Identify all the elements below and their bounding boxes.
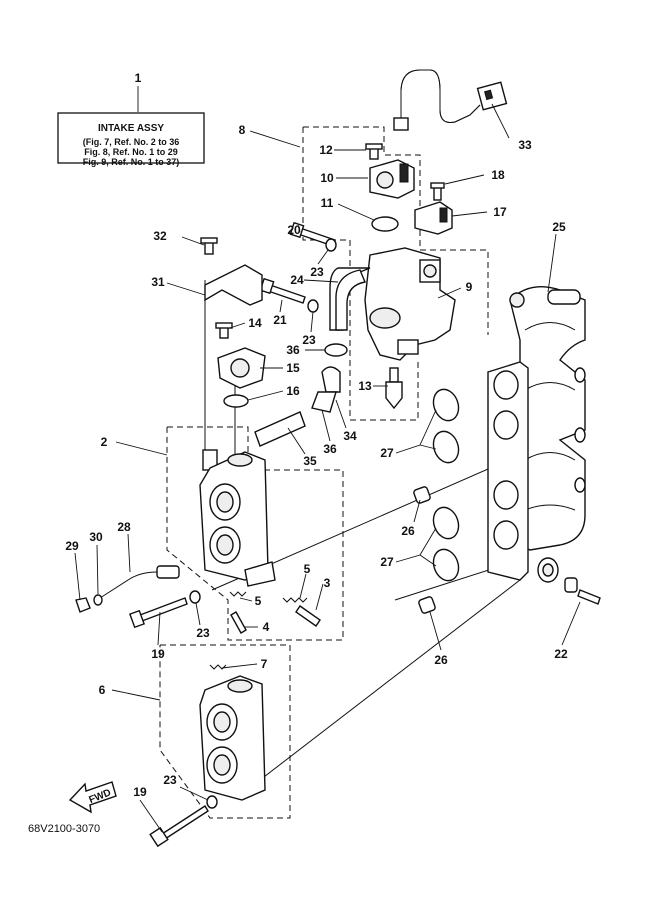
- gasket-plate: [487, 361, 529, 581]
- callout-18: 18: [491, 168, 505, 182]
- callout-2: 2: [101, 435, 108, 449]
- callout-4: 4: [263, 620, 270, 634]
- callout-36a: 36: [286, 343, 300, 357]
- callout-5a: 5: [304, 562, 311, 576]
- callout-14: 14: [248, 316, 262, 330]
- bolt-21: [259, 277, 306, 304]
- callout-3: 3: [324, 576, 331, 590]
- callout-17: 17: [493, 205, 507, 219]
- callout-19a: 19: [151, 647, 165, 661]
- callout-33: 33: [518, 138, 532, 152]
- callout-26a: 26: [401, 524, 415, 538]
- springs-screws: [229, 591, 321, 634]
- callout-9: 9: [466, 280, 473, 294]
- callout-32: 32: [153, 229, 167, 243]
- hose-24: [335, 269, 366, 331]
- sensor-lead: [75, 565, 180, 613]
- callout-23b: 23: [302, 333, 316, 347]
- bolt-19-upper: [129, 590, 201, 629]
- callout-22: 22: [554, 647, 568, 661]
- throttle-body-upper: [199, 449, 276, 587]
- intake-manifold: [509, 286, 586, 551]
- intake-box-line-2: Fig. 8, Ref. No. 1 to 29: [84, 147, 178, 157]
- dowels-26: [413, 486, 436, 614]
- valve-hoses: [254, 343, 348, 447]
- throttle-sensor-top: [365, 143, 415, 199]
- callout-31: 31: [151, 275, 165, 289]
- callout-23d: 23: [163, 773, 177, 787]
- callout-30: 30: [89, 530, 103, 544]
- callout-11: 11: [321, 196, 334, 210]
- callout-15: 15: [286, 361, 300, 375]
- callout-labels: 1 2 3 4 5 5 6 7 8 9 10 11 12 13 14 15 16…: [65, 71, 568, 799]
- callout-27a: 27: [380, 446, 394, 460]
- callout-27b: 27: [380, 555, 394, 569]
- fitting-22: [537, 557, 601, 605]
- callout-16: 16: [286, 384, 300, 398]
- callout-28: 28: [117, 520, 131, 534]
- bolt-19-lower: [149, 795, 218, 848]
- intake-box-line-3: Fig. 9, Ref. No. 1 to 37): [83, 157, 180, 167]
- callout-26b: 26: [434, 653, 448, 667]
- tps-15: [215, 322, 266, 408]
- callout-19b: 19: [133, 785, 147, 799]
- sensor-13: [385, 367, 403, 410]
- callout-1: 1: [135, 71, 142, 85]
- callout-20: 20: [287, 223, 301, 237]
- callout-5b: 5: [255, 594, 262, 608]
- callout-21: 21: [273, 313, 287, 327]
- callout-24: 24: [290, 273, 304, 287]
- callout-34: 34: [343, 429, 357, 443]
- intake-box-title: INTAKE ASSY: [98, 123, 164, 134]
- intake-box-line-1: (Fig. 7, Ref. No. 2 to 36: [83, 137, 180, 147]
- washers-23-top: [307, 238, 337, 313]
- group-outline-lines: [159, 126, 521, 819]
- callout-6: 6: [99, 683, 106, 697]
- callout-23a: 23: [310, 265, 324, 279]
- callout-7: 7: [261, 657, 268, 671]
- callout-36b: 36: [323, 442, 337, 456]
- callout-12: 12: [319, 143, 333, 157]
- diagram-code: 68V2100-3070: [28, 823, 100, 835]
- gasket-11: [371, 216, 399, 232]
- callout-29: 29: [65, 539, 79, 553]
- leader-lines: [74, 86, 581, 833]
- callout-23c: 23: [196, 626, 210, 640]
- callout-8: 8: [239, 123, 246, 137]
- bracket-31: [200, 237, 263, 306]
- callout-35: 35: [303, 454, 317, 468]
- sensor-17: [414, 182, 453, 235]
- o-rings-27: [432, 388, 460, 582]
- fwd-arrow: FWD: [68, 781, 117, 814]
- throttle-body-lower: [199, 664, 266, 801]
- intake-assy-box: INTAKE ASSY (Fig. 7, Ref. No. 2 to 36 Fi…: [57, 112, 205, 167]
- callout-10: 10: [320, 171, 334, 185]
- callout-13: 13: [358, 379, 372, 393]
- callout-25: 25: [552, 220, 566, 234]
- vapor-separator: [329, 247, 456, 361]
- wire-harness: [393, 69, 508, 131]
